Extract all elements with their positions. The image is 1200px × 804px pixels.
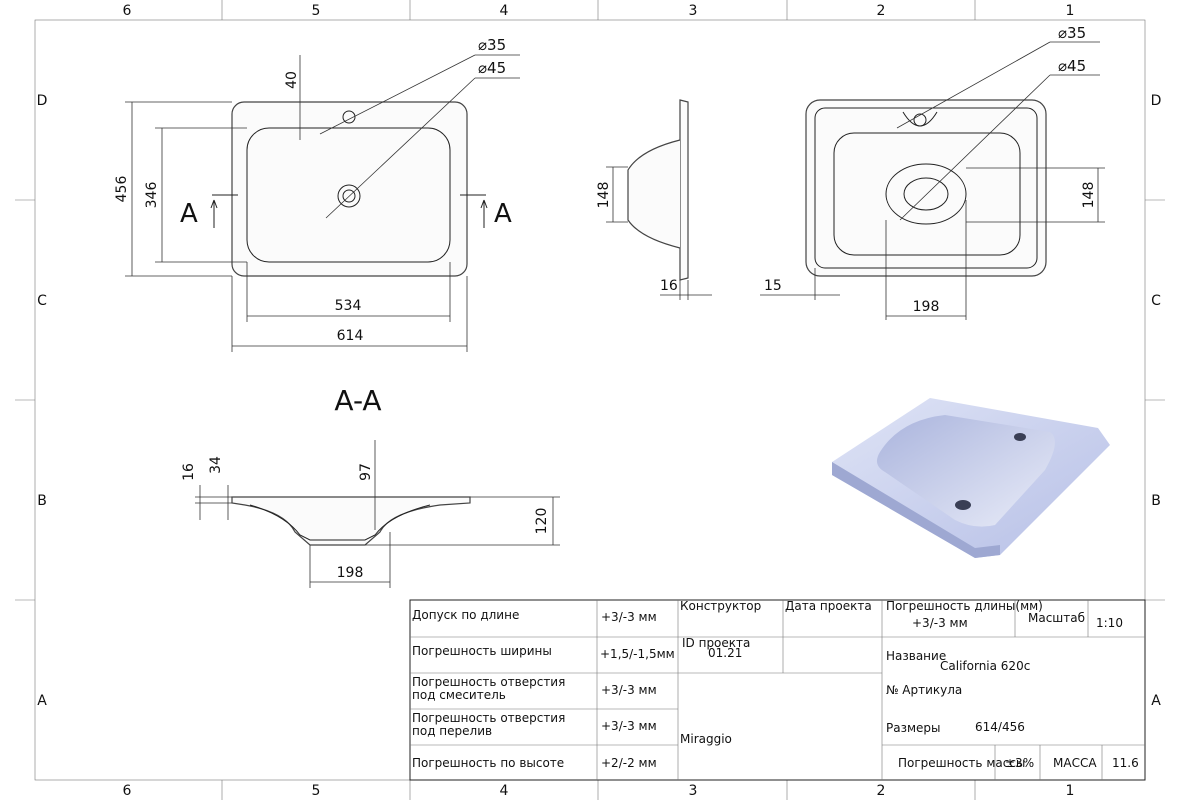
row-label: C (37, 293, 47, 309)
tolerance-row: Погрешность отверстия под смеситель +3/-… (412, 675, 657, 702)
dim-198: 198 (913, 299, 940, 315)
tolerance-value: +1,5/-1,5мм (600, 647, 675, 661)
dim-97: 97 (358, 463, 374, 481)
section-view: A-A 16 34 97 120 198 (181, 384, 560, 588)
col-label: 3 (689, 3, 698, 19)
section-mark-left: A (180, 199, 198, 229)
dim-16: 16 (660, 278, 678, 294)
tolerance-row: Допуск по длине +3/-3 мм (412, 608, 657, 624)
designer-label: Конструктор (680, 599, 761, 613)
dim-346: 346 (144, 182, 160, 209)
mass-label: МАССА (1053, 756, 1097, 770)
tolerance-row: Погрешность отверстия под перелив +3/-3 … (412, 711, 657, 738)
dim-148: 148 (1081, 182, 1097, 209)
title-block: Допуск по длине +3/-3 мм Погрешность шир… (409, 599, 1146, 781)
drain-hole (337, 184, 361, 208)
row-label: A (1151, 693, 1161, 709)
tolerance-value: +3/-3 мм (601, 719, 657, 733)
col-label: 1 (1066, 3, 1075, 19)
tolerance-value: +3/-3 мм (601, 610, 657, 624)
date-label: Дата проекта (785, 599, 872, 613)
tolerance-label: Погрешность по высоте (412, 756, 564, 770)
dim-198: 198 (337, 565, 364, 581)
mass-value: 11.6 (1112, 756, 1139, 770)
scale-value: 1:10 (1096, 616, 1123, 630)
tolerance-label-line2: под смеситель (412, 688, 506, 702)
tolerance-row: Погрешность ширины +1,5/-1,5мм (412, 644, 675, 661)
side-view: 148 16 (596, 99, 712, 300)
bottom-view: ⌀35 ⌀45 148 15 198 (760, 24, 1105, 320)
row-label: B (1151, 493, 1161, 509)
tolerance-label-line2: под перелив (412, 724, 492, 738)
brand-logo: Miraggio (680, 732, 732, 746)
project-id: 01.21 (708, 646, 742, 660)
scale-label: Масштаб (1028, 611, 1085, 625)
length-tol-value: +3/-3 мм (912, 616, 968, 630)
row-label: D (37, 93, 48, 109)
dim-534: 534 (335, 298, 362, 314)
col-label: 5 (312, 783, 321, 799)
sink-3d-render (832, 398, 1110, 558)
dim-614: 614 (337, 328, 364, 344)
col-label: 4 (500, 783, 509, 799)
tolerance-label: Погрешность отверстия (412, 675, 565, 689)
mass-tol-value: ±3% (1005, 756, 1034, 770)
tolerance-label: Допуск по длине (412, 608, 519, 622)
dim-34: 34 (208, 456, 224, 474)
top-view: ⌀35 ⌀45 40 456 346 534 614 A A (114, 36, 520, 352)
tolerance-label: Погрешность отверстия (412, 711, 565, 725)
col-label: 2 (877, 3, 886, 19)
row-label: C (1151, 293, 1161, 309)
mass-tol-label: Погрешность массы (898, 756, 1025, 770)
dim-40: 40 (284, 71, 300, 89)
row-label: D (1151, 93, 1162, 109)
size-label: Размеры (886, 721, 941, 735)
col-label: 6 (123, 783, 132, 799)
dim-d35: ⌀35 (478, 36, 506, 54)
project-id-label: ID проекта (682, 636, 750, 650)
col-label: 5 (312, 3, 321, 19)
size-value: 614/456 (975, 720, 1025, 734)
product-name: California 620c (940, 659, 1030, 673)
col-label: 4 (500, 3, 509, 19)
section-mark-right: A (494, 199, 512, 229)
section-title: A-A (334, 384, 381, 417)
tolerance-value: +3/-3 мм (601, 683, 657, 697)
col-label: 3 (689, 783, 698, 799)
col-label: 1 (1066, 783, 1075, 799)
col-label: 6 (123, 3, 132, 19)
dim-456: 456 (114, 176, 130, 203)
overflow-hole (342, 110, 356, 124)
dim-15: 15 (764, 278, 782, 294)
dim-16: 16 (181, 463, 197, 481)
row-label: B (37, 493, 47, 509)
article-label: № Артикула (886, 683, 962, 697)
dim-148: 148 (596, 182, 612, 209)
dim-d35: ⌀35 (1058, 24, 1086, 42)
dim-d45: ⌀45 (1058, 57, 1086, 75)
name-label: Название (886, 649, 946, 663)
tolerance-row: Погрешность по высоте +2/-2 мм (412, 756, 657, 770)
row-label: A (37, 693, 47, 709)
length-tol-label: Погрешность длины(мм) (886, 599, 1043, 613)
tolerance-value: +2/-2 мм (601, 756, 657, 770)
dim-d45: ⌀45 (478, 59, 506, 77)
col-label: 2 (877, 783, 886, 799)
dim-120: 120 (534, 508, 550, 535)
tolerance-label: Погрешность ширины (412, 644, 552, 658)
